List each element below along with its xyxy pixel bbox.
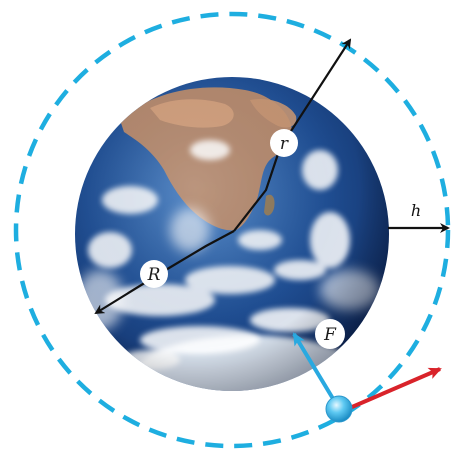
label-r-text: r [280, 134, 289, 154]
velocity-arrow [344, 367, 442, 412]
earth-globe [75, 77, 389, 391]
label-R: R [140, 260, 168, 288]
label-R-text: R [147, 265, 161, 285]
force-arrow [292, 332, 340, 409]
satellite [325, 395, 353, 423]
label-F: F [315, 319, 345, 349]
orbit-radius-arrow [233, 38, 352, 232]
label-h-text: h [411, 201, 421, 220]
label-F-text: F [323, 325, 337, 345]
earth-radius-arrow [94, 230, 235, 315]
label-r: r [270, 129, 298, 157]
